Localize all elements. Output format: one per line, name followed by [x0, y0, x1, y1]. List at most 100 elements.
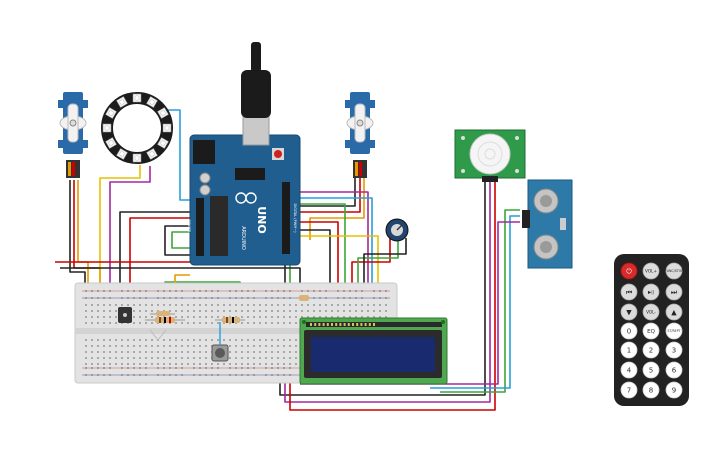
breadboard-hole — [319, 310, 321, 312]
remote-button[interactable]: 8 — [642, 381, 660, 399]
breadboard-hole — [121, 290, 123, 292]
breadboard-hole — [229, 351, 231, 353]
breadboard-hole — [127, 357, 129, 359]
wire[interactable] — [430, 215, 520, 389]
breadboard-hole — [205, 316, 207, 318]
wire[interactable] — [363, 238, 407, 300]
wire[interactable] — [290, 221, 339, 300]
breadboard-hole — [373, 297, 375, 299]
wire[interactable] — [109, 166, 151, 288]
breadboard-hole — [133, 345, 135, 347]
remote-button[interactable]: 3 — [665, 341, 683, 359]
breadboard-hole — [253, 351, 255, 353]
remote-button-label: 5 — [649, 366, 653, 374]
wire[interactable] — [164, 225, 286, 288]
wire[interactable] — [300, 178, 356, 207]
breadboard-hole — [169, 367, 171, 369]
breadboard-hole — [205, 374, 207, 376]
breadboard-hole — [181, 357, 183, 359]
wire[interactable] — [290, 203, 346, 300]
lcd-pin — [347, 323, 350, 326]
remote-button[interactable]: 5 — [642, 361, 660, 379]
wire[interactable] — [290, 229, 331, 300]
wire[interactable] — [119, 211, 195, 288]
breadboard-hole — [301, 316, 303, 318]
breadboard-hole — [379, 297, 381, 299]
remote-button[interactable]: ST/REPT — [665, 322, 683, 340]
breadboard-hole — [199, 351, 201, 353]
breadboard-hole — [295, 357, 297, 359]
wire[interactable] — [440, 209, 520, 393]
remote-button[interactable]: ▲ — [665, 303, 683, 321]
potentiometer[interactable] — [385, 218, 409, 242]
breadboard-hole — [163, 290, 165, 292]
remote-button[interactable]: ▶|| — [642, 283, 660, 301]
breadboard-hole — [181, 374, 183, 376]
breadboard-hole — [343, 297, 345, 299]
wire[interactable] — [300, 178, 361, 213]
wire[interactable] — [290, 235, 379, 300]
wire[interactable] — [285, 191, 369, 300]
wire[interactable] — [288, 197, 373, 300]
breadboard-hole — [229, 304, 231, 306]
breadboard-hole — [277, 367, 279, 369]
wire[interactable] — [284, 178, 491, 403]
remote-button[interactable]: ⏮ — [620, 283, 638, 301]
breadboard-hole — [373, 316, 375, 318]
breadboard-hole — [265, 290, 267, 292]
wire[interactable] — [69, 180, 86, 290]
wire[interactable] — [99, 165, 141, 288]
breadboard-hole — [157, 357, 159, 359]
wire[interactable] — [129, 217, 195, 288]
breadboard-hole — [355, 297, 357, 299]
remote-button[interactable]: ▼ — [620, 303, 638, 321]
breadboard-hole — [199, 345, 201, 347]
remote-button[interactable]: FUNC/STOP — [665, 262, 683, 280]
wire[interactable] — [289, 178, 496, 411]
breadboard-hole — [151, 351, 153, 353]
wire[interactable] — [60, 267, 301, 285]
lcd-pin — [364, 323, 367, 326]
breadboard-hole — [331, 304, 333, 306]
remote-button[interactable]: VOL+ — [642, 262, 660, 280]
breadboard-hole — [199, 290, 201, 292]
lcd-pin — [356, 323, 359, 326]
remote-button[interactable]: ⏭ — [665, 283, 683, 301]
breadboard-hole — [253, 322, 255, 324]
breadboard-hole — [265, 357, 267, 359]
wire[interactable] — [351, 238, 391, 300]
remote-button[interactable]: 9 — [665, 381, 683, 399]
wire[interactable] — [357, 240, 399, 300]
breadboard-hole — [271, 363, 273, 365]
remote-button[interactable]: EQ — [642, 322, 660, 340]
breadboard-hole — [265, 304, 267, 306]
breadboard-hole — [265, 374, 267, 376]
remote-button[interactable]: 6 — [665, 361, 683, 379]
remote-button[interactable]: 0 — [620, 322, 638, 340]
remote-button[interactable]: 1 — [620, 341, 638, 359]
breadboard-hole — [163, 339, 165, 341]
remote-button[interactable]: VOL- — [642, 303, 660, 321]
breadboard-hole — [127, 367, 129, 369]
breadboard-hole — [181, 351, 183, 353]
remote-button[interactable]: 4 — [620, 361, 638, 379]
breadboard-hole — [187, 357, 189, 359]
breadboard-hole — [229, 363, 231, 365]
remote-button[interactable]: ⏻ — [620, 262, 638, 280]
breadboard-hole — [97, 367, 99, 369]
remote-button[interactable]: 7 — [620, 381, 638, 399]
breadboard-hole — [139, 339, 141, 341]
breadboard-hole — [211, 310, 213, 312]
breadboard-hole — [199, 367, 201, 369]
wire[interactable] — [279, 178, 486, 396]
breadboard-hole — [133, 351, 135, 353]
breadboard-hole — [193, 339, 195, 341]
breadboard-hole — [253, 357, 255, 359]
breadboard-hole — [193, 374, 195, 376]
breadboard-hole — [151, 310, 153, 312]
wire[interactable] — [77, 180, 89, 292]
push-button[interactable] — [211, 344, 229, 362]
breadboard-hole — [265, 351, 267, 353]
wire[interactable] — [165, 109, 195, 201]
remote-button[interactable]: 2 — [642, 341, 660, 359]
